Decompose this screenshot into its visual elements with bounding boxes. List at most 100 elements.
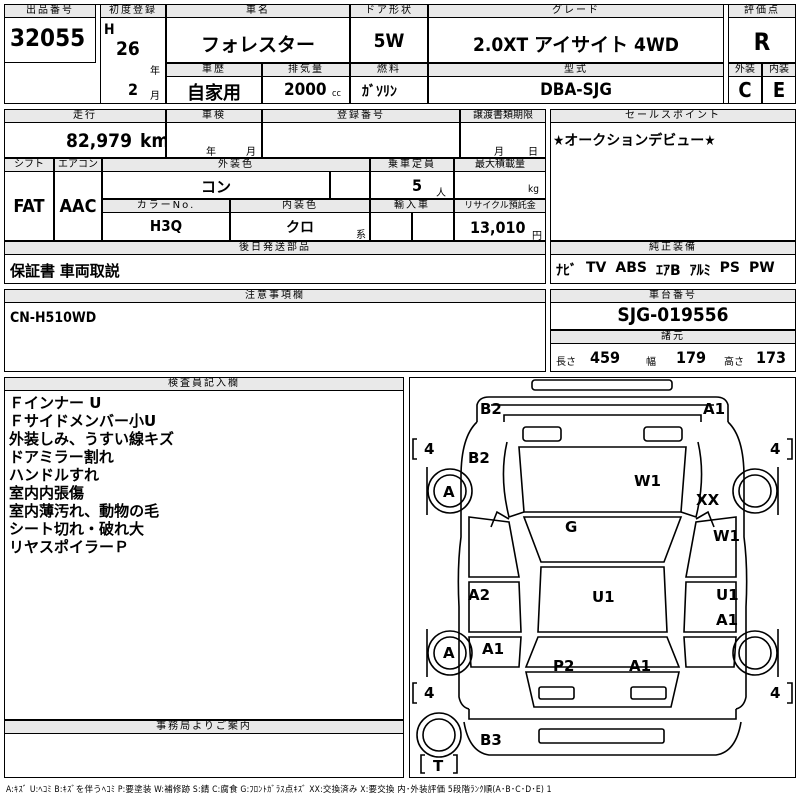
spec-cell <box>550 343 796 372</box>
era: H <box>104 22 115 38</box>
mark-u1-roof: U1 <box>592 588 615 606</box>
int-grade-label: 内装 <box>762 63 796 77</box>
ac-label: エアコン <box>54 158 102 172</box>
inspection-year-unit: 年 <box>206 147 216 158</box>
recycle-cell <box>454 212 546 241</box>
inspector-note: 室内内張傷 <box>9 484 85 502</box>
tire-rear-right: 4 <box>770 684 781 702</box>
lot-number: 32055 <box>10 24 86 52</box>
parts-label: 後日発送部品 <box>4 241 546 255</box>
tire-front-left: 4 <box>424 440 435 458</box>
ext-color-extra-cell <box>330 171 370 199</box>
inspector-notes: Ｆインナー U Ｆサイドメンバー小U 外装しみ、うすい線キズ ドアミラー割れ ハ… <box>9 394 174 556</box>
mark-a1-rear: A1 <box>629 657 652 675</box>
mileage-cell <box>4 122 166 158</box>
displacement-unit: cc <box>332 89 341 99</box>
import-cell-2 <box>412 212 454 241</box>
ext-grade-cell <box>728 76 762 104</box>
model-cell <box>428 76 724 104</box>
first-reg-label: 初度登録 <box>100 4 166 18</box>
options-list: ﾅﾋﾞ TV ABS ｴｱB ｱﾙﾐ PS PW <box>556 260 794 280</box>
mark-a-front-left: A <box>443 483 455 501</box>
inspector-label: 検査員記入欄 <box>4 377 404 391</box>
car-name-cell <box>166 17 350 63</box>
ext-color-label: 外装色 <box>102 158 370 172</box>
option-airbag: ｴｱB <box>655 263 681 279</box>
load-unit: kg <box>528 184 539 195</box>
grade-cell <box>428 17 724 63</box>
option-navi: ﾅﾋﾞ <box>556 263 577 279</box>
inspector-note: シート切れ・破れ大 <box>9 520 145 538</box>
color-no-cell <box>102 212 230 241</box>
int-grade: E <box>772 78 786 102</box>
height-label: 高さ <box>724 357 744 368</box>
grade: 2.0XT アイサイト 4WD <box>472 34 680 56</box>
transfer-day-unit: 日 <box>528 147 538 158</box>
ext-grade-label: 外装 <box>728 63 762 77</box>
fuel-cell <box>350 76 428 104</box>
spec-label: 諸元 <box>550 330 796 344</box>
options-cell <box>550 254 796 284</box>
caution-cell <box>4 302 546 372</box>
model: DBA-SJG <box>540 80 612 100</box>
grade-label: グレード <box>428 4 724 18</box>
inspection-cell <box>166 122 262 158</box>
first-reg-cell <box>100 17 166 104</box>
tire-front-right: 4 <box>770 440 781 458</box>
import-label: 輸入車 <box>370 199 454 213</box>
inspector-note: 室内薄汚れ、動物の毛 <box>9 502 160 520</box>
capacity-unit: 人 <box>436 188 446 199</box>
lot-cell <box>4 17 96 63</box>
length: 459 <box>590 348 621 367</box>
recycle-unit: 円 <box>532 231 542 242</box>
inspector-cell <box>4 390 404 720</box>
office-label: 事務局よりご案内 <box>4 720 404 734</box>
parts-value: 保証書 車両取説 <box>10 262 120 280</box>
reg-month: 2 <box>128 80 139 99</box>
option-abs: ABS <box>615 260 647 276</box>
ext-color-cell <box>102 171 330 199</box>
load-cell <box>454 171 546 199</box>
score: R <box>753 28 771 56</box>
length-label: 長さ <box>556 357 576 368</box>
mileage: 82,979 <box>66 130 132 152</box>
color-no-label: カラーNo. <box>102 199 230 213</box>
score-label: 評価点 <box>728 4 796 18</box>
capacity-label: 乗車定員 <box>370 158 454 172</box>
displacement-cell <box>262 76 350 104</box>
int-color: クロ <box>286 220 314 236</box>
mark-a1-top: A1 <box>703 400 726 418</box>
ac-cell <box>54 171 102 241</box>
mark-g: G <box>565 518 578 536</box>
capacity: 5 <box>412 176 423 195</box>
fuel: ｶﾞｿﾘﾝ <box>362 84 397 100</box>
chassis-number: SJG-019556 <box>617 304 729 326</box>
car-diagram-drawing <box>412 379 793 774</box>
door-type: 5W <box>373 30 405 52</box>
inspection-label: 車検 <box>166 109 262 123</box>
caution-value: CN-H510WD <box>10 310 97 326</box>
displacement-label: 排気量 <box>262 63 350 77</box>
inspector-note: ドアミラー割れ <box>9 448 114 466</box>
door-cell <box>350 17 428 63</box>
reg-no-cell <box>262 122 460 158</box>
shift-cell <box>4 171 54 241</box>
int-color-label: 内装色 <box>230 199 370 213</box>
options-label: 純正装備 <box>550 241 796 255</box>
recycle-label: リサイクル預託金 <box>454 199 546 213</box>
ext-grade: C <box>738 78 752 102</box>
history: 自家用 <box>187 83 241 104</box>
sales-label: セールスポイント <box>550 109 796 123</box>
inspector-note: 外装しみ、うすい線キズ <box>9 430 175 448</box>
transfer-cell <box>460 122 546 158</box>
mark-w1-hood: W1 <box>634 472 661 490</box>
option-tv: TV <box>586 260 607 276</box>
mark-p2: P2 <box>553 657 575 675</box>
chassis-label: 車台番号 <box>550 289 796 303</box>
office-cell <box>4 733 404 778</box>
option-alloy: ｱﾙﾐ <box>689 263 711 279</box>
door-label: ドア形状 <box>350 4 428 18</box>
shift: FAT <box>13 196 45 217</box>
car-name: フォレスター <box>200 34 315 56</box>
option-pw: PW <box>749 260 775 276</box>
